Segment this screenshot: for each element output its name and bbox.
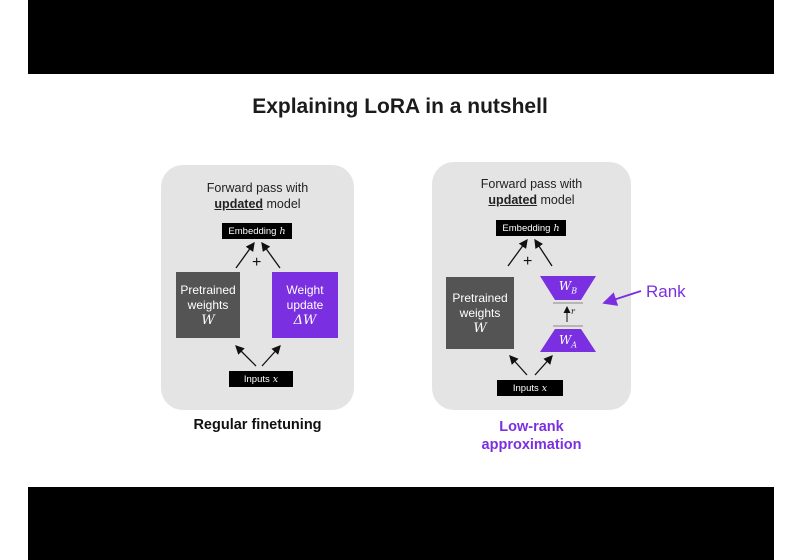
right-arrow-to-pretrained [509,355,528,376]
left-arrow-to-embedding-2 [261,241,281,269]
wb-trapezoid [540,276,596,300]
slide [28,74,774,487]
letterbox-bottom [28,487,774,560]
rank-pointer-arrow [602,290,642,306]
left-weight-update-box: Weight update ΔW [272,272,338,338]
right-pretrained-weights-box: Pretrained weights W [446,277,514,349]
left-arrow-to-embedding-1 [235,241,255,269]
right-arrow-to-embedding-1 [507,238,528,267]
right-caption: Low-rank approximation [481,419,582,453]
left-forward-pass-text: Forward pass with updated model [206,181,309,211]
left-arrow-to-pretrained [235,345,257,367]
wa-trapezoid [540,329,596,352]
rank-label: Rank [646,282,686,301]
left-caption: Regular finetuning [193,417,322,433]
right-arrow-to-wa [534,355,553,376]
wb-label: WB [558,279,578,296]
left-arrow-to-update [261,345,281,367]
slide-title: Explaining LoRA in a nutshell [252,95,548,118]
left-pretrained-weights-box: Pretrained weights W [176,272,240,338]
right-forward-pass-text: Forward pass with updated model [480,177,583,207]
letterbox-top [28,0,774,74]
left-plus-sign: + [252,254,262,271]
right-arrow-to-embedding-2 [534,238,553,267]
wa-label: WA [558,333,578,350]
r-label: r [571,307,575,316]
right-plus-sign: + [523,253,533,270]
